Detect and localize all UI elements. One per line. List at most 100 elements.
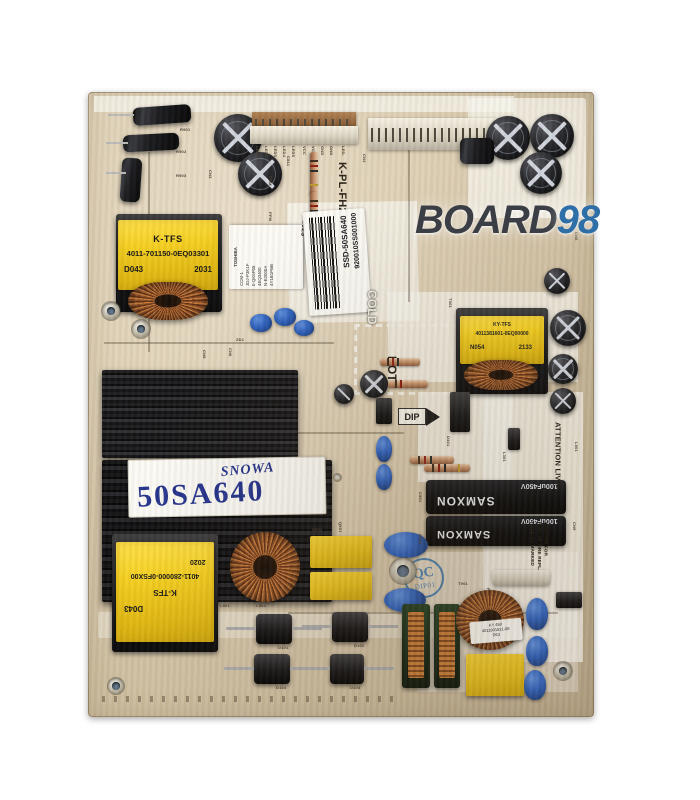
- capacitor-samxon-1: SAMXON 100uF450V: [426, 480, 566, 514]
- silk-ref-t301: T301: [448, 298, 453, 308]
- pad-row-bottom: [102, 696, 402, 702]
- dip-label-box: DIP: [398, 408, 426, 425]
- resistor-band: [397, 358, 399, 366]
- resistor-band: [310, 205, 318, 207]
- coil-center: [253, 555, 277, 579]
- ic-opto-1: [376, 398, 392, 424]
- isolation-line-h2: [354, 392, 534, 395]
- silk-ref-r902: R902: [176, 149, 187, 154]
- label-toroid: KY 450 4011801521-0E D63: [469, 617, 523, 645]
- samxon-brand-2: SAMXON: [436, 528, 491, 540]
- bluecap-c604: [274, 308, 296, 326]
- silk-ref-cn8: CN8: [574, 232, 579, 241]
- transformer-top-windings: [128, 282, 208, 320]
- cap-ring: [552, 358, 574, 380]
- silk-ref-c901: C901: [312, 527, 323, 532]
- resistor-band: [418, 456, 420, 464]
- diode-d104: [330, 654, 364, 684]
- capacitor-top-right-4: [460, 138, 494, 164]
- cap-ring: [492, 122, 524, 154]
- silk-pin-led2: LED2: [264, 146, 269, 158]
- paint-strip-top: [94, 96, 514, 112]
- pcb-board: R901 R902 R903 C811 CN3 LED1 LED2 LED3 L…: [88, 92, 594, 717]
- silk-ref-cn5: CN5: [202, 350, 207, 359]
- silk-ref-l301: L301: [502, 452, 507, 462]
- resistor-band: [444, 464, 446, 472]
- xfmr-bottom-part: 4011-280000-0FSX00: [130, 572, 200, 579]
- coil-center: [154, 294, 182, 308]
- silk-ref-q801: Q801: [338, 522, 343, 533]
- bluecap-right-2: [526, 636, 548, 666]
- silk-ref-l501: L501: [574, 442, 579, 452]
- silk-pin-ledm: LED-: [341, 146, 346, 157]
- silk-ref-l901: L901: [220, 603, 230, 608]
- capacitor-top-right-2: [530, 114, 574, 158]
- capacitor-right-4: [544, 268, 570, 294]
- lead-l3: [106, 172, 126, 174]
- resistor-band: [400, 380, 402, 388]
- silk-attention-live: ATTENTION LIVE: [553, 422, 563, 486]
- screw-hole-bl: [108, 678, 124, 694]
- diode-d102: [332, 612, 368, 642]
- screw-hole-br: [554, 662, 572, 680]
- transformer-bottom: 4011-280000-0FSX00 K-TFS D043 2020: [116, 542, 214, 642]
- barcode-serial: 920010SS001000: [350, 212, 362, 269]
- xfmr-right-l3: N054: [470, 345, 485, 351]
- silk-ref-d102: D102: [354, 643, 365, 648]
- xfmr-top-part: 4011-701150-0EQ03301: [126, 249, 210, 258]
- ic-u302: [508, 428, 520, 450]
- silk-pin-vcc1: VCC: [302, 146, 307, 156]
- screw-hole-tl2: [132, 320, 150, 338]
- xfmr-bottom-date: 2020: [190, 558, 206, 565]
- lead-l1: [108, 114, 134, 116]
- barcode-bars: [308, 216, 342, 310]
- barcode-part: SSD-50SA640: [338, 215, 352, 269]
- resistor-band: [392, 358, 394, 366]
- ic-line7: 4Y1B1PBB: [268, 264, 274, 286]
- xfmr-bottom-code: D043: [124, 604, 144, 613]
- transformer-right: KY-TFS 4011381601-0EQ00000 N054 2133: [460, 316, 544, 364]
- resistor-r301: [310, 152, 318, 196]
- connector-pins: [255, 118, 353, 129]
- resistor-band: [395, 380, 397, 388]
- silk-cold: COLD: [365, 290, 379, 325]
- trace-h1: [104, 342, 334, 344]
- cap-ring: [525, 157, 557, 189]
- capacitor-right-1: [550, 310, 586, 346]
- silk-ref-c811: C811: [286, 156, 291, 167]
- lead-l2: [106, 142, 128, 144]
- cap-ring: [555, 315, 581, 341]
- lead-d101-a: [226, 627, 256, 630]
- diode-d101: [256, 614, 292, 644]
- resistor-band: [430, 456, 432, 464]
- filmcap-center-top: [310, 536, 372, 568]
- cap-vent-a: [337, 387, 351, 401]
- ic-u301: [450, 392, 470, 432]
- silk-ref-zd1: ZD1: [236, 337, 245, 342]
- silk-ref-cn9: CN9: [572, 522, 577, 531]
- capacitor-center-2: [334, 384, 354, 404]
- trace-v2: [408, 132, 410, 302]
- screw-hole-inner: [106, 306, 116, 316]
- screw-hole-mid: [334, 474, 341, 481]
- bluecap-bottom-1: [384, 532, 428, 558]
- resistor-band: [458, 464, 460, 472]
- lead-d102-b: [368, 625, 398, 628]
- capacitor-c803: [119, 157, 143, 203]
- watermark-board98: BOARD98: [415, 200, 600, 240]
- xfmr-right-l4: 2133: [518, 345, 532, 351]
- bluecap-c602: [376, 464, 392, 490]
- capacitor-top-right-3: [520, 152, 562, 194]
- filmcap-center-bottom: [310, 572, 372, 600]
- lead-d104-a: [300, 667, 330, 670]
- silk-pin-led3: LED3: [273, 146, 278, 158]
- bluecap-c605: [294, 320, 314, 336]
- screw-hole-inner: [112, 682, 120, 690]
- lead-d103-a: [224, 667, 254, 670]
- lead-d102-a: [302, 625, 332, 628]
- xfmr-right-l1: KY-TFS: [493, 322, 511, 328]
- bluecap-right-1: [526, 598, 548, 630]
- resistor-band: [438, 464, 440, 472]
- silk-ref-cn4: CN4: [362, 154, 367, 163]
- connector-cn1-body[interactable]: [250, 126, 358, 144]
